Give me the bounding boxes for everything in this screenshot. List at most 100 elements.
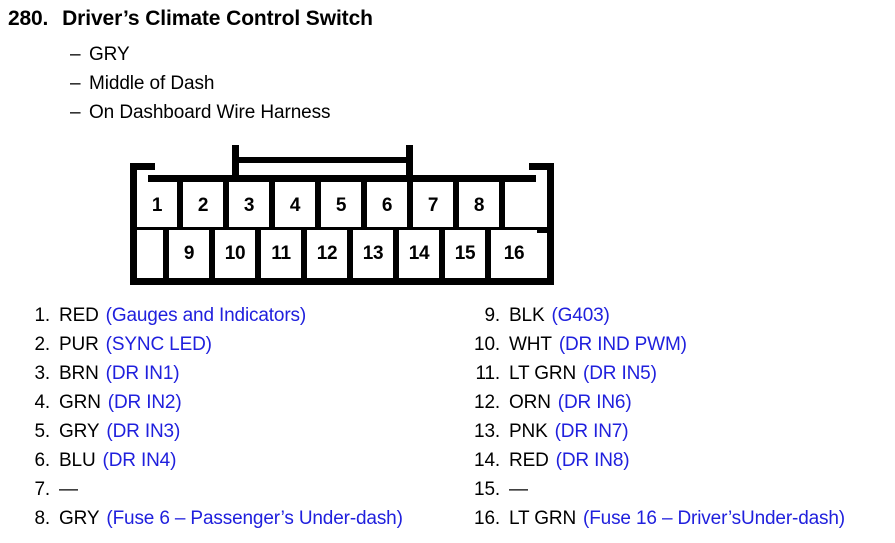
pin-number: 2. bbox=[34, 334, 50, 355]
connector-pin-15: 15 bbox=[445, 230, 491, 278]
notch-left-icon bbox=[130, 163, 137, 182]
pin-list-item: 13. PNK (DR IN7) bbox=[466, 421, 895, 450]
pin-description: (DR IN7) bbox=[554, 421, 629, 442]
connector-pin-11: 11 bbox=[261, 230, 307, 278]
sub-line-text: On Dashboard Wire Harness bbox=[89, 102, 331, 123]
sub-line-text: Middle of Dash bbox=[89, 73, 215, 94]
pin-list-item: 14. RED (DR IN8) bbox=[466, 450, 895, 479]
pin-number: 14. bbox=[474, 450, 500, 471]
pin-description: (Gauges and Indicators) bbox=[105, 305, 307, 326]
pin-description: (DR IN3) bbox=[106, 421, 181, 442]
pin-list-item: 4. GRN (DR IN2) bbox=[16, 392, 466, 421]
sub-line: –On Dashboard Wire Harness bbox=[70, 98, 331, 127]
connector-pin-12: 12 bbox=[307, 230, 353, 278]
pin-list-item: 11. LT GRN (DR IN5) bbox=[466, 363, 895, 392]
pin-list-right-column: 9. BLK (G403) 10. WHT (DR IND PWM) 11. L… bbox=[466, 305, 895, 537]
pin-description: (DR IND PWM) bbox=[558, 334, 687, 355]
pin-description: (G403) bbox=[551, 305, 610, 326]
wire-color-code: BLK bbox=[509, 305, 545, 326]
pin-list-item: 10. WHT (DR IND PWM) bbox=[466, 334, 895, 363]
pin-description: (DR IN6) bbox=[557, 392, 632, 413]
connector-diagram: 1 2 3 4 5 6 7 8 9 10 11 12 13 14 15 16 bbox=[130, 145, 554, 285]
wire-color-code: RED bbox=[59, 305, 99, 326]
connector-top-row: 1 2 3 4 5 6 7 8 bbox=[137, 182, 537, 230]
pin-description: (DR IN2) bbox=[107, 392, 182, 413]
connector-blank-slot-top bbox=[505, 182, 537, 230]
dash-bullet-icon: – bbox=[70, 44, 81, 65]
latch-bar-icon bbox=[232, 157, 413, 163]
pin-list-item: 1. RED (Gauges and Indicators) bbox=[16, 305, 466, 334]
wire-color-code: GRY bbox=[59, 508, 100, 529]
connector-bottom-row: 9 10 11 12 13 14 15 16 bbox=[137, 230, 537, 278]
connector-pin-8: 8 bbox=[459, 182, 505, 230]
pin-number: 12. bbox=[474, 392, 500, 413]
wire-color-code: LT GRN bbox=[509, 363, 577, 384]
sub-line-text: GRY bbox=[89, 44, 130, 65]
wire-color-code: PNK bbox=[509, 421, 548, 442]
notch-right-icon bbox=[547, 163, 554, 182]
connector-pin-5: 5 bbox=[321, 182, 367, 230]
dash-bullet-icon: – bbox=[70, 73, 81, 94]
wire-color-code: — bbox=[509, 479, 528, 500]
page-title: 280. Driver’s Climate Control Switch bbox=[8, 7, 373, 31]
pin-list-item: 15. — bbox=[466, 479, 895, 508]
pin-number: 6. bbox=[34, 450, 50, 471]
connector-top-edge bbox=[148, 175, 536, 182]
header-sub-lines: –GRY –Middle of Dash –On Dashboard Wire … bbox=[70, 40, 331, 127]
wire-color-code: RED bbox=[509, 450, 549, 471]
pin-number: 4. bbox=[34, 392, 50, 413]
connector-pin-6: 6 bbox=[367, 182, 413, 230]
entry-number: 280. bbox=[8, 7, 49, 30]
wire-color-code: BLU bbox=[59, 450, 96, 471]
pin-description: (SYNC LED) bbox=[105, 334, 212, 355]
wire-color-code: GRN bbox=[59, 392, 101, 413]
sub-line: –GRY bbox=[70, 40, 330, 69]
pin-list-item: 5. GRY (DR IN3) bbox=[16, 421, 466, 450]
wire-color-code: — bbox=[59, 479, 78, 500]
pin-number: 1. bbox=[34, 305, 50, 326]
notch-right-icon bbox=[529, 163, 554, 170]
dash-bullet-icon: – bbox=[70, 102, 81, 123]
notch-left-icon bbox=[130, 163, 155, 170]
connector-pin-7: 7 bbox=[413, 182, 459, 230]
pin-list-item: 9. BLK (G403) bbox=[466, 305, 895, 334]
wire-color-code: LT GRN bbox=[509, 508, 577, 529]
wire-color-code: WHT bbox=[509, 334, 552, 355]
pin-number: 7. bbox=[34, 479, 50, 500]
latch-post-right-icon bbox=[406, 145, 413, 181]
pin-number: 8. bbox=[34, 508, 50, 529]
connector-pin-4: 4 bbox=[275, 182, 321, 230]
pin-list-item: 2. PUR (SYNC LED) bbox=[16, 334, 466, 363]
sub-line: –Middle of Dash bbox=[70, 69, 330, 98]
connector-pin-3: 3 bbox=[229, 182, 275, 230]
latch-post-left-icon bbox=[232, 145, 239, 181]
pin-list-item: 8. GRY (Fuse 6 – Passenger’s Under-dash) bbox=[16, 508, 466, 537]
wire-color-code: BRN bbox=[59, 363, 99, 384]
pin-description: (DR IN4) bbox=[102, 450, 177, 471]
connector-pin-13: 13 bbox=[353, 230, 399, 278]
connector-blank-slot-bottom bbox=[137, 230, 169, 278]
pin-description: (Fuse 6 – Passenger’s Under-dash) bbox=[106, 508, 403, 529]
pin-description: (DR IN1) bbox=[105, 363, 180, 384]
pin-number: 11. bbox=[475, 363, 500, 384]
pin-list-item: 7. — bbox=[16, 479, 466, 508]
pin-number: 9. bbox=[484, 305, 500, 326]
pin-list-left-column: 1. RED (Gauges and Indicators) 2. PUR (S… bbox=[16, 305, 466, 537]
pin-number: 13. bbox=[474, 421, 500, 442]
pin-number: 16. bbox=[474, 508, 500, 529]
pin-number: 10. bbox=[474, 334, 500, 355]
pin-description: (DR IN8) bbox=[555, 450, 630, 471]
pin-description: (Fuse 16 – Driver’sUnder-dash) bbox=[583, 508, 845, 529]
wire-color-code: GRY bbox=[59, 421, 100, 442]
connector-pin-16: 16 bbox=[491, 230, 537, 278]
connector-pin-9: 9 bbox=[169, 230, 215, 278]
entry-title: Driver’s Climate Control Switch bbox=[62, 7, 373, 30]
connector-pin-14: 14 bbox=[399, 230, 445, 278]
wire-color-code: PUR bbox=[59, 334, 99, 355]
connector-pin-2: 2 bbox=[183, 182, 229, 230]
pin-number: 15. bbox=[474, 479, 500, 500]
pin-number: 3. bbox=[34, 363, 50, 384]
wire-color-code: ORN bbox=[509, 392, 551, 413]
connector-pin-10: 10 bbox=[215, 230, 261, 278]
connector-pin-1: 1 bbox=[137, 182, 183, 230]
